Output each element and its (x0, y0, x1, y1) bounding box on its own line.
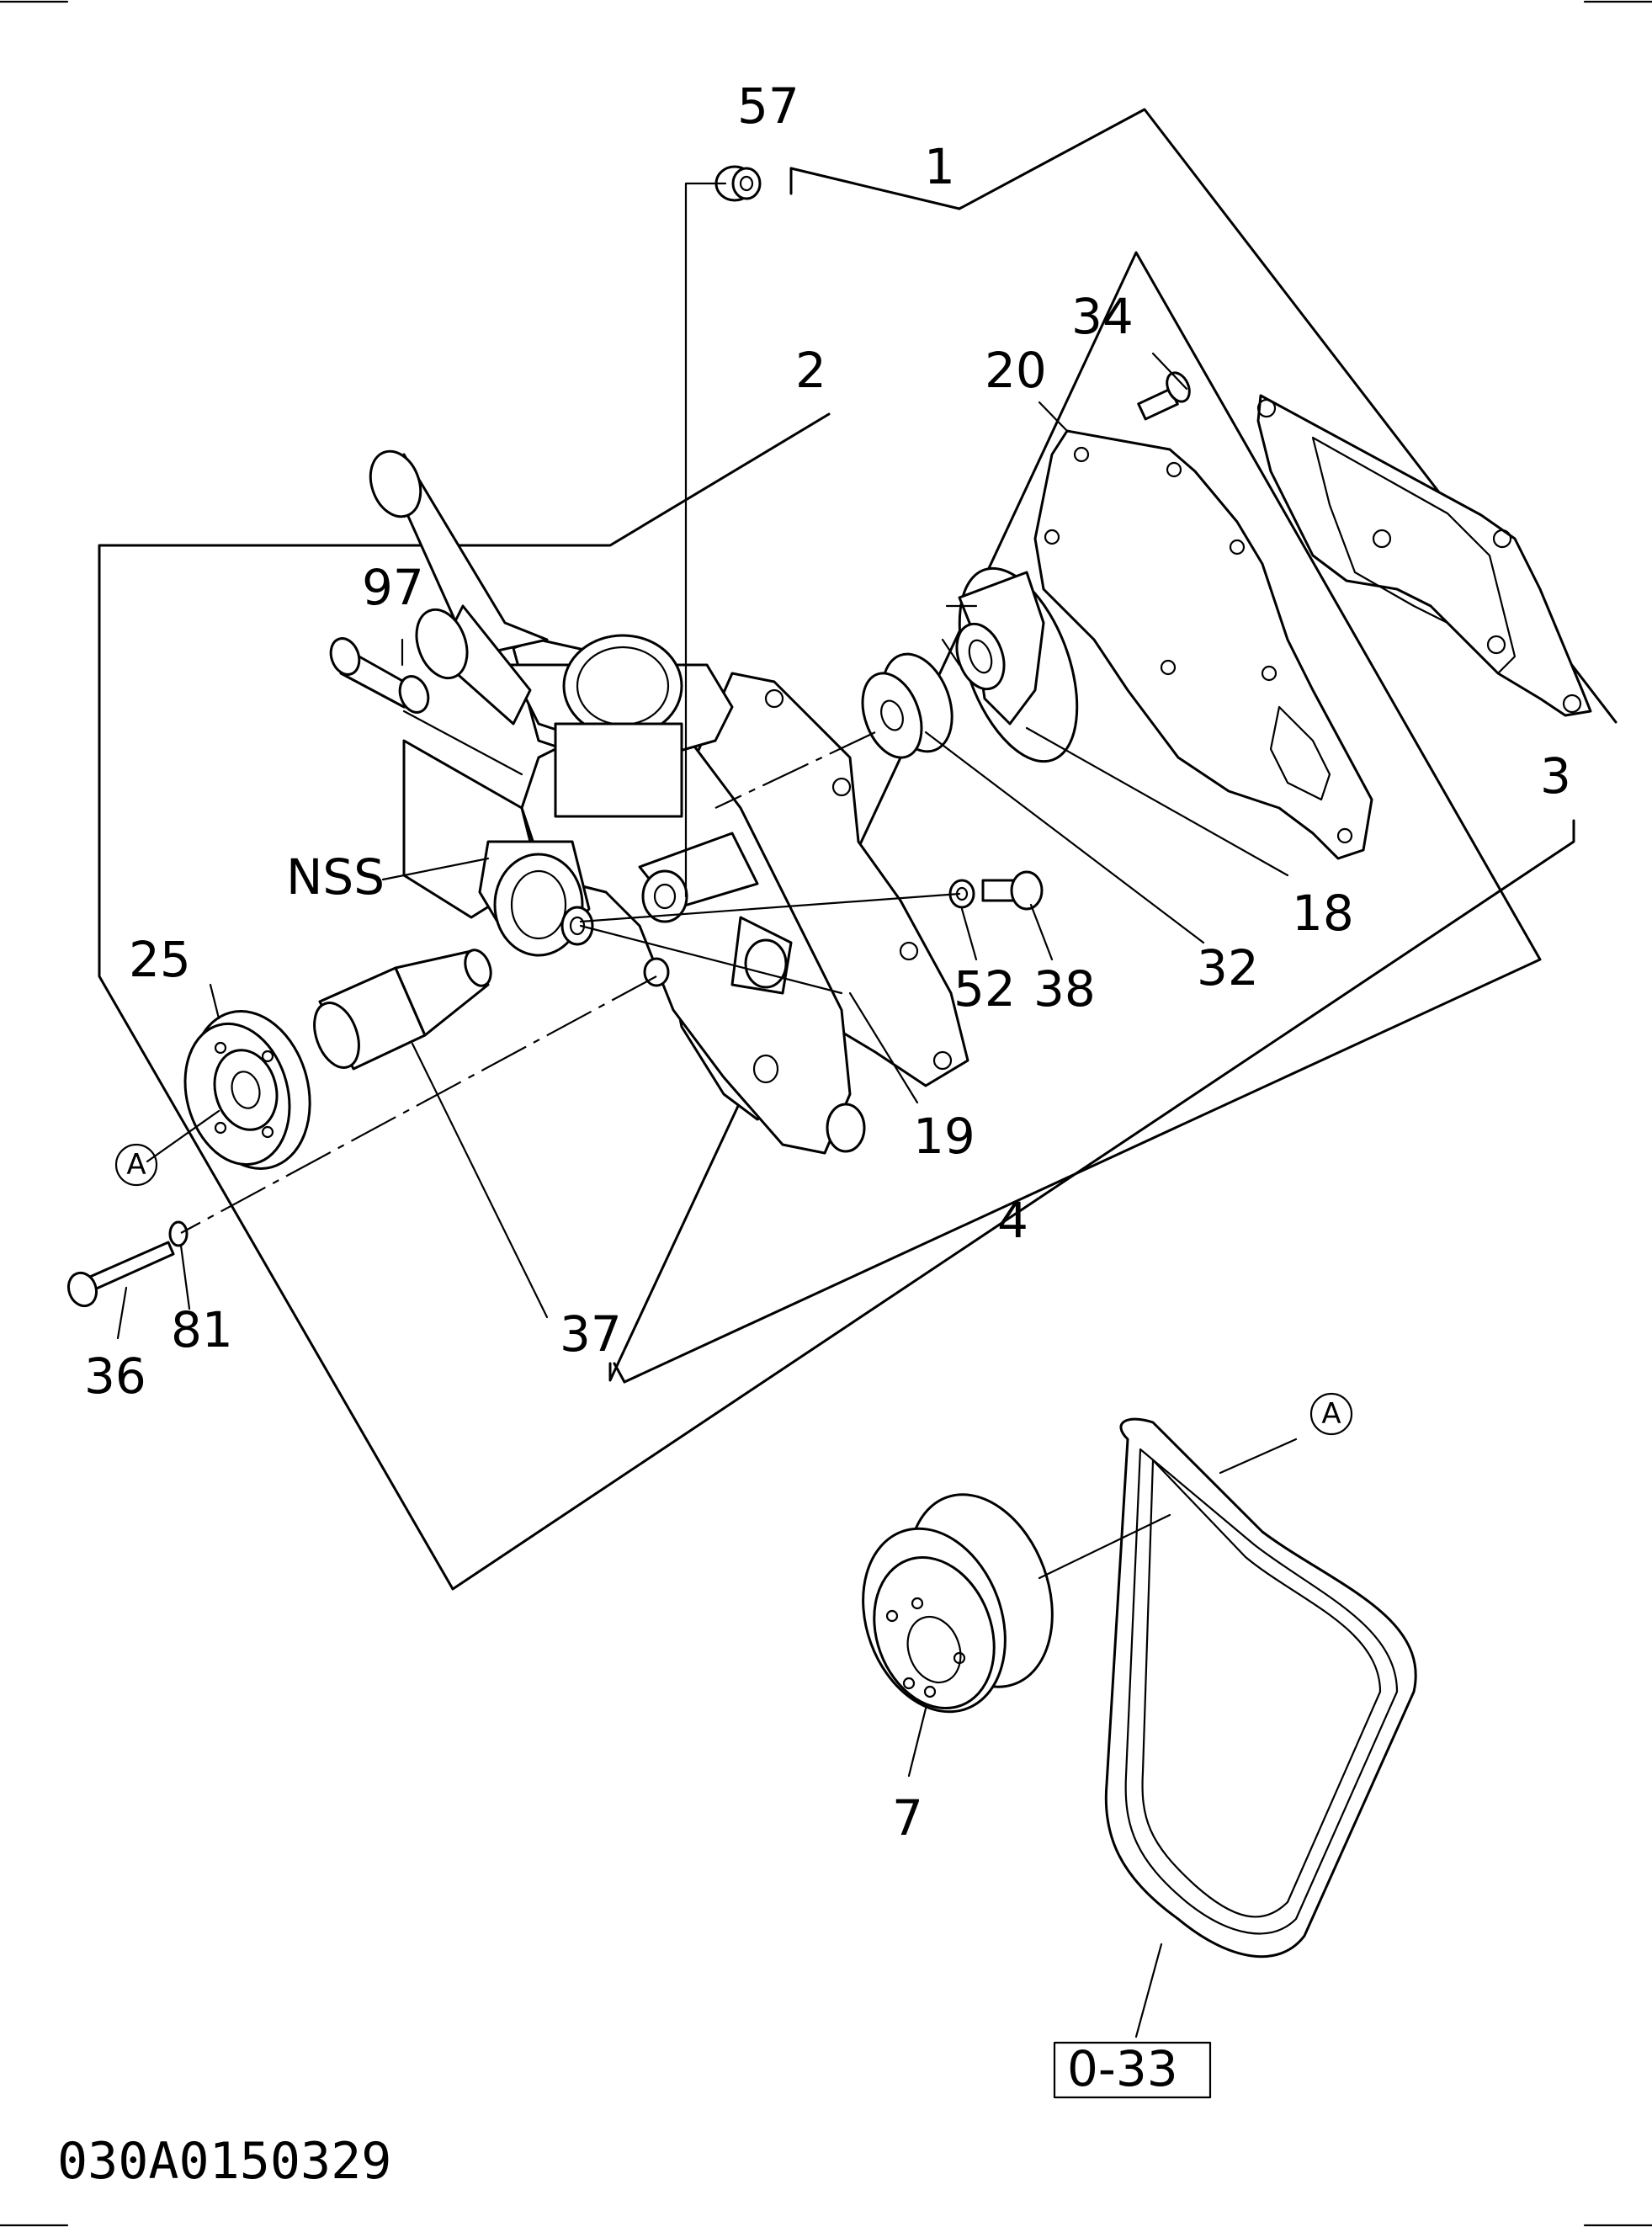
assembly-bracket-1 (789, 108, 1617, 724)
plug-57 (714, 165, 762, 202)
callout-57: 57 (737, 77, 799, 135)
callout-36: 36 (84, 1347, 146, 1405)
callout-19: 19 (913, 1108, 975, 1165)
pipe-97 (329, 637, 430, 714)
callout-32: 32 (1197, 939, 1259, 997)
callout-38: 38 (1033, 960, 1096, 1018)
callout-97: 97 (362, 559, 424, 616)
flange-25 (183, 1010, 311, 1170)
callout-25: 25 (129, 931, 191, 988)
assembly-bracket-2 (98, 412, 1575, 1591)
callout-34: 34 (1071, 288, 1134, 345)
assembly-bracket-4 (608, 251, 1542, 1384)
callout-nss: NSS (286, 848, 385, 906)
callout-37: 37 (560, 1305, 622, 1363)
leader-lines (116, 182, 1298, 2038)
reference-marker-a-belt: A (1309, 1392, 1353, 1436)
callout-18: 18 (1292, 885, 1354, 942)
callout-20: 20 (985, 342, 1047, 399)
callout-3: 3 (1540, 747, 1571, 805)
centre-axis (180, 731, 876, 1234)
callout-81: 81 (171, 1301, 233, 1358)
page-reference-box[interactable]: 0-33 (1053, 2040, 1212, 2099)
callouts: 57 1 2 34 20 97 3 NSS 18 52 38 32 25 19 … (84, 77, 1571, 1847)
drawing-code: 030A0150329 (57, 2132, 391, 2191)
callout-1: 1 (924, 138, 955, 195)
svg-text:A: A (126, 1148, 146, 1182)
seal-32 (861, 652, 953, 759)
reference-marker-a-left: A (114, 1143, 158, 1187)
callout-7: 7 (892, 1789, 923, 1847)
screw-34 (1137, 371, 1191, 421)
callout-52: 52 (953, 960, 1016, 1018)
impeller-18 (941, 566, 1079, 763)
washer-81 (168, 1220, 189, 1247)
callout-4: 4 (997, 1192, 1028, 1249)
bolt-38 (981, 870, 1044, 911)
v-belt (1104, 1417, 1417, 1959)
page-reference[interactable]: 0-33 (1067, 2040, 1178, 2097)
gasket-3 (1256, 394, 1592, 717)
bolt-36 (66, 1241, 175, 1308)
svg-text:A: A (1321, 1397, 1341, 1431)
pump-body (369, 449, 866, 1155)
subassembly-line-37 (613, 1362, 626, 1384)
callout-2: 2 (795, 342, 826, 399)
shaft-37 (313, 949, 492, 1071)
cover-plate-20 (1033, 429, 1373, 860)
pulley-7 (862, 1493, 1054, 1714)
